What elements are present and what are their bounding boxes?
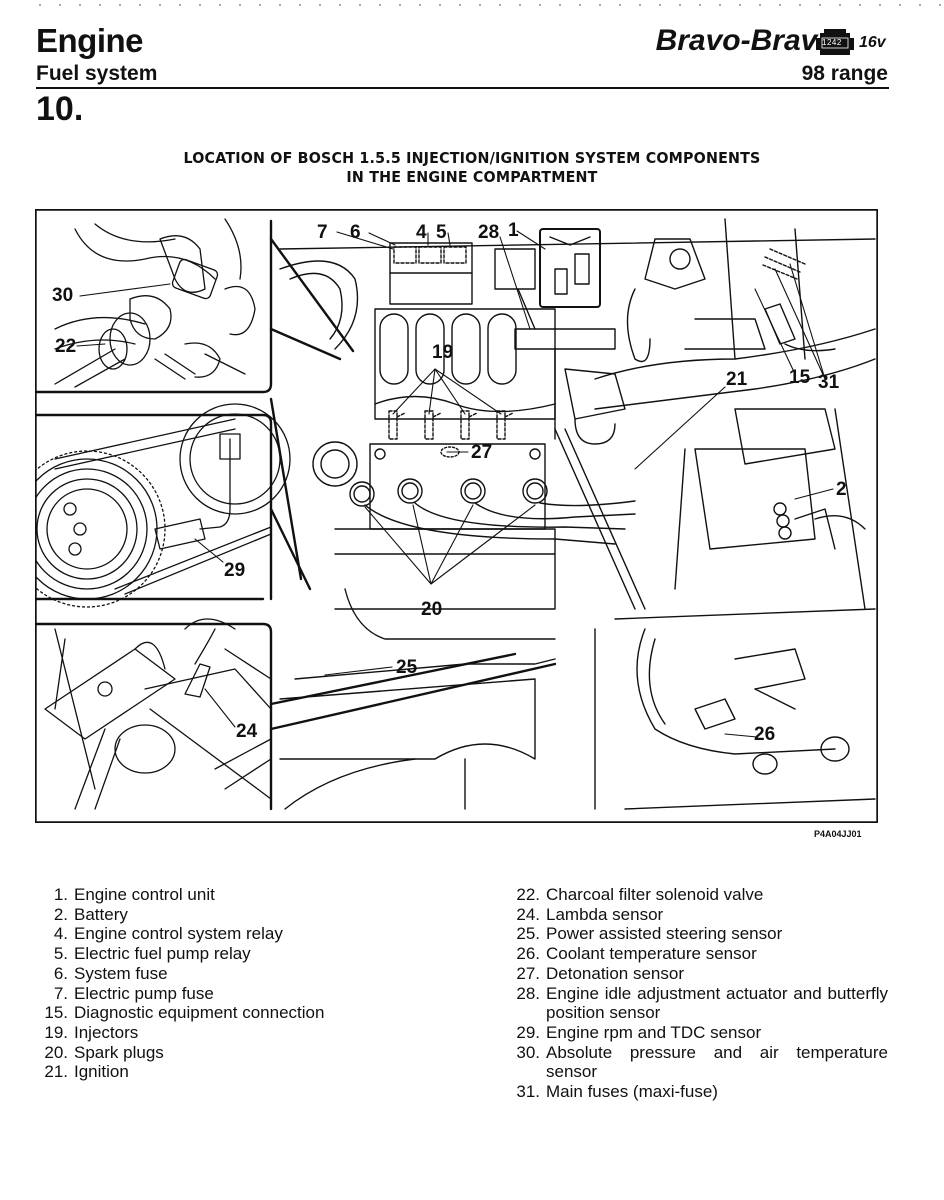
- engine-block-icon: [816, 29, 854, 55]
- legend-item: 15.Diagnostic equipment connection: [44, 1003, 325, 1023]
- callout-27: 27: [471, 442, 493, 463]
- figure-title-line1: LOCATION OF BOSCH 1.5.5 INJECTION/IGNITI…: [183, 149, 761, 167]
- legend-item: 5.Electric fuel pump relay: [53, 944, 251, 964]
- callout-5: 5: [436, 222, 447, 243]
- callout-30: 30: [52, 285, 74, 306]
- legend-item: 2.Battery: [53, 904, 128, 924]
- legend-item: 21.Ignition: [44, 1062, 129, 1082]
- valves-label: 16v: [859, 34, 886, 51]
- legend-item: 1.Engine control unit: [53, 885, 215, 904]
- legend-right: 22.Charcoal filter solenoid valve 24.Lam…: [510, 885, 888, 1102]
- callout-29: 29: [224, 560, 246, 581]
- legend-item: 29.Engine rpm and TDC sensor: [516, 1022, 762, 1042]
- legend-item: 7.Electric pump fuse: [53, 983, 214, 1003]
- figure-code: P4A04JJ01: [814, 829, 862, 839]
- engine-code: 1242: [822, 38, 842, 47]
- callout-26: 26: [754, 724, 776, 745]
- callout-6: 6: [350, 222, 361, 243]
- diagram-frame: [35, 209, 878, 823]
- main-engine-view: [279, 218, 876, 810]
- section-title: Engine: [36, 22, 144, 59]
- legend-item: 19.Injectors: [44, 1022, 139, 1042]
- callout-21: 21: [726, 369, 748, 390]
- range-label: 98 range: [801, 62, 888, 85]
- inset-lambda-sensor: [44, 618, 272, 810]
- inset-crank-pulley: [35, 403, 291, 608]
- legend-item: 28.Engine idle adjustment actuator and b…: [516, 983, 888, 1023]
- callout-4: 4: [416, 222, 427, 243]
- inset-frames: [35, 219, 557, 811]
- legend-item: 24.Lambda sensor: [516, 904, 664, 924]
- legend-item: 6.System fuse: [53, 963, 168, 983]
- legend-left: 1.Engine control unit 2.Battery 4.Engine…: [38, 885, 438, 1082]
- leader-lines: [76, 230, 834, 738]
- callout-1: 1: [508, 220, 519, 241]
- legend-item: 20.Spark plugs: [44, 1042, 164, 1062]
- callout-28: 28: [478, 222, 500, 243]
- figure-title-line2: IN THE ENGINE COMPARTMENT: [346, 168, 598, 186]
- subsection-title: Fuel system: [36, 62, 158, 85]
- legend-item: 22.Charcoal filter solenoid valve: [516, 885, 764, 904]
- callout-22: 22: [55, 336, 77, 357]
- legend-item: 30.Absolute pressure and air temperature…: [516, 1042, 888, 1082]
- engine-compartment-diagram: [35, 209, 878, 823]
- section-number: 10.: [36, 90, 84, 128]
- callout-20: 20: [421, 599, 443, 620]
- callout-19: 19: [432, 342, 454, 363]
- callout-25: 25: [396, 657, 418, 678]
- callout-2: 2: [836, 479, 847, 500]
- callout-7: 7: [317, 222, 328, 243]
- callout-31: 31: [818, 372, 840, 393]
- legend-item: 26.Coolant temperature sensor: [516, 944, 757, 964]
- callout-15: 15: [789, 367, 811, 388]
- page-edge-dots: [30, 3, 944, 7]
- inset-pressure-sensor: [54, 218, 256, 388]
- legend-item: 31.Main fuses (maxi-fuse): [516, 1082, 718, 1102]
- header-rule: [36, 87, 889, 89]
- legend-item: 4.Engine control system relay: [53, 924, 283, 944]
- legend-item: 25.Power assisted steering sensor: [516, 924, 783, 944]
- legend-item: 27.Detonation sensor: [516, 963, 684, 983]
- model-title: Bravo-Brava: [655, 24, 834, 57]
- callout-24: 24: [236, 721, 258, 742]
